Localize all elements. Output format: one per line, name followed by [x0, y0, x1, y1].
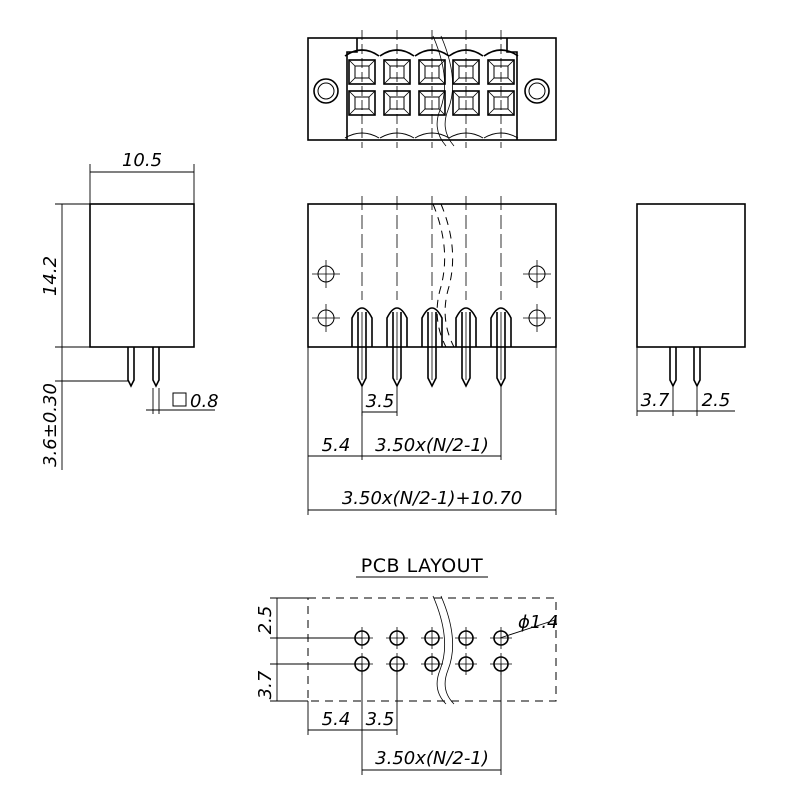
front-view-pin: [421, 196, 443, 388]
pcb-hole: [386, 627, 408, 649]
front-view-pin: [490, 196, 512, 388]
dim-right-offset-b: 2.5: [702, 390, 731, 411]
top-view-break-line-1: [432, 35, 447, 147]
top-view-mounting-hole-left: [313, 78, 339, 104]
pcb-hole: [455, 627, 477, 649]
front-view-break-line-1: [432, 203, 447, 348]
dim-pcb-pitch: 3.5: [366, 709, 395, 730]
left-view-pin-2: [152, 347, 160, 388]
pcb-hole: [455, 653, 477, 675]
pcb-layout: PCB LAYOUT 2.5 3.7 ϕ1.4 5.4 3.5 3.50x(N/…: [255, 555, 559, 775]
front-view-mounting-holes: [312, 260, 551, 332]
left-view-body: [89, 203, 195, 348]
pcb-holes: [351, 627, 512, 675]
dim-pcb-row-a: 2.5: [255, 606, 276, 635]
front-view-break-line-2: [440, 203, 455, 348]
front-view-pin: [386, 196, 408, 388]
dim-pin-square: 0.8: [190, 391, 219, 412]
left-side-view: 10.5 14.2 3.6±0.30 0.8: [40, 150, 219, 470]
top-view-terminal-cells: [344, 30, 519, 148]
dim-pcb-row-b: 3.7: [255, 670, 276, 699]
hole-diameter-leader: [499, 619, 556, 639]
dim-width-side: 10.5: [122, 150, 162, 171]
square-symbol-icon: [172, 392, 187, 407]
pcb-hole: [421, 627, 443, 649]
dim-overall-length: 3.50x(N/2-1)+10.70: [342, 488, 522, 509]
pcb-outline: [307, 597, 557, 702]
right-view-body: [636, 203, 746, 348]
pcb-layout-title: PCB LAYOUT: [361, 555, 483, 577]
dim-pcb-pitch-span: 3.50x(N/2-1): [375, 748, 489, 769]
dim-hole-diameter: ϕ1.4: [518, 612, 559, 633]
front-view-pin: [455, 196, 477, 388]
dim-pitch-span: 3.50x(N/2-1): [375, 435, 489, 456]
pcb-break-line-2: [440, 595, 455, 705]
top-view-break-line-2: [440, 35, 455, 147]
dim-pin-length: 3.6±0.30: [40, 383, 61, 467]
dim-pcb-edge-offset: 5.4: [322, 709, 351, 730]
front-view-pins: [351, 196, 512, 388]
dim-pitch: 3.5: [366, 391, 395, 412]
left-view-pin-1: [127, 347, 135, 388]
dim-edge-offset: 5.4: [322, 435, 351, 456]
top-view-mounting-hole-right: [524, 78, 550, 104]
front-view-pin: [351, 196, 373, 388]
pcb-break-line-1: [432, 595, 447, 705]
dim-right-offset-a: 3.7: [641, 390, 670, 411]
right-side-view: 3.7 2.5: [636, 203, 746, 416]
dim-height-side: 14.2: [40, 256, 61, 296]
front-view: 3.5 5.4 3.50x(N/2-1) 3.50x(N/2-1)+10.70: [307, 196, 557, 515]
right-view-pin-1: [669, 347, 677, 388]
top-view: [307, 30, 557, 148]
right-view-pin-2: [693, 347, 701, 388]
pcb-hole: [421, 653, 443, 675]
